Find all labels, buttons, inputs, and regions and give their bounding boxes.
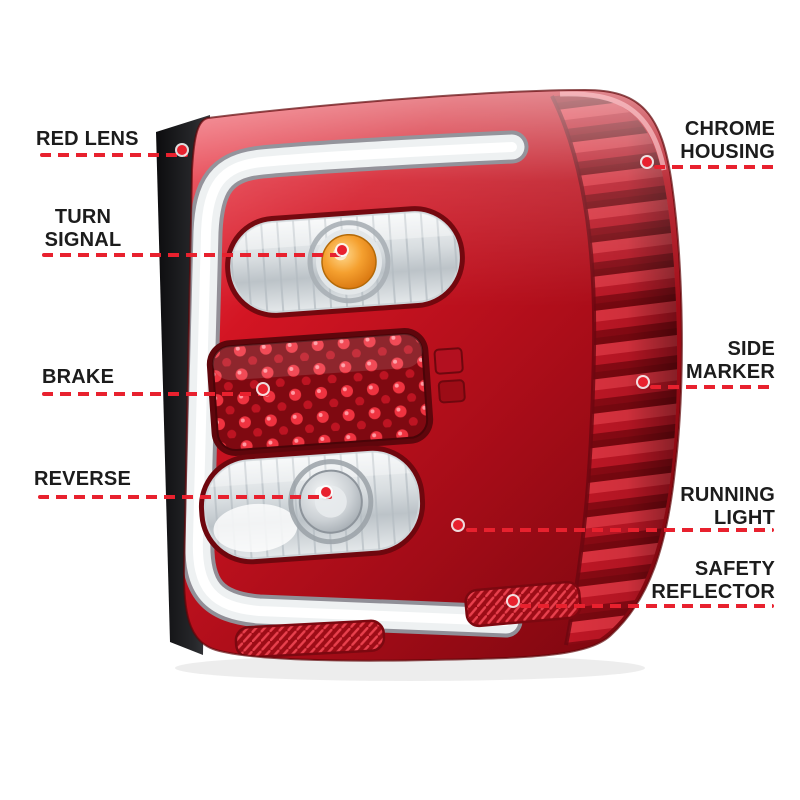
callout-dot-running-light xyxy=(453,520,463,530)
ground-shadow xyxy=(175,655,645,681)
leader-line-red-lens xyxy=(40,153,188,157)
leader-line-brake xyxy=(42,392,269,396)
callout-dot-side-marker xyxy=(638,377,648,387)
light-bar xyxy=(184,130,529,638)
callout-dot-red-lens xyxy=(177,145,187,155)
callout-dot-safety-reflector xyxy=(508,596,518,606)
turn-signal-window xyxy=(225,206,465,318)
reverse-window xyxy=(198,445,426,565)
bottom-reflector xyxy=(234,619,386,659)
chrome-housing-rim-light xyxy=(559,91,667,171)
callout-label-chrome-housing: CHROME HOUSING xyxy=(680,118,775,163)
leader-line-chrome-housing xyxy=(654,165,775,169)
brake-led-panel xyxy=(206,328,466,456)
callout-label-turn-signal: TURN SIGNAL xyxy=(44,206,122,251)
callout-label-red-lens: RED LENS xyxy=(36,128,139,150)
callout-label-reverse: REVERSE xyxy=(34,468,131,490)
leader-line-turn-signal xyxy=(42,253,348,257)
callout-label-running-light: RUNNING LIGHT xyxy=(680,484,775,529)
lens-outline xyxy=(182,88,683,662)
callout-label-side-marker: SIDE MARKER xyxy=(686,338,775,383)
callout-label-brake: BRAKE xyxy=(42,366,115,388)
callout-dot-reverse xyxy=(321,487,331,497)
leader-line-safety-reflector xyxy=(520,604,774,608)
callout-dot-brake xyxy=(258,384,268,394)
callout-dot-chrome-housing xyxy=(642,157,652,167)
leader-line-running-light xyxy=(466,528,774,532)
turn-signal-amber-bulb xyxy=(321,233,377,290)
callout-dot-turn-signal xyxy=(337,245,347,255)
leader-line-side-marker xyxy=(650,385,775,389)
leader-line-reverse xyxy=(38,495,332,499)
callout-label-safety-reflector: SAFETY REFLECTOR xyxy=(651,558,775,603)
